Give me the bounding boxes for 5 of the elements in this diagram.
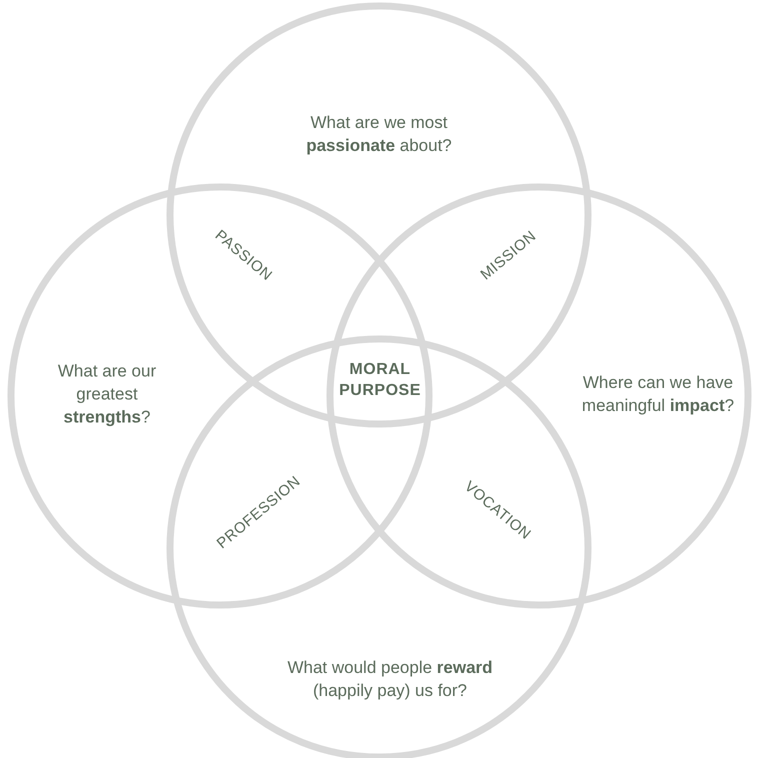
question-text: What would people reward (happily pay) us for? [286,657,494,702]
question-text: Where can we have meaningful impact? [580,372,736,417]
question-text: What are we most passionate about? [305,112,453,157]
question-text: What are our greatest strengths? [56,360,158,428]
center-label: MORAL PURPOSE [338,360,422,402]
